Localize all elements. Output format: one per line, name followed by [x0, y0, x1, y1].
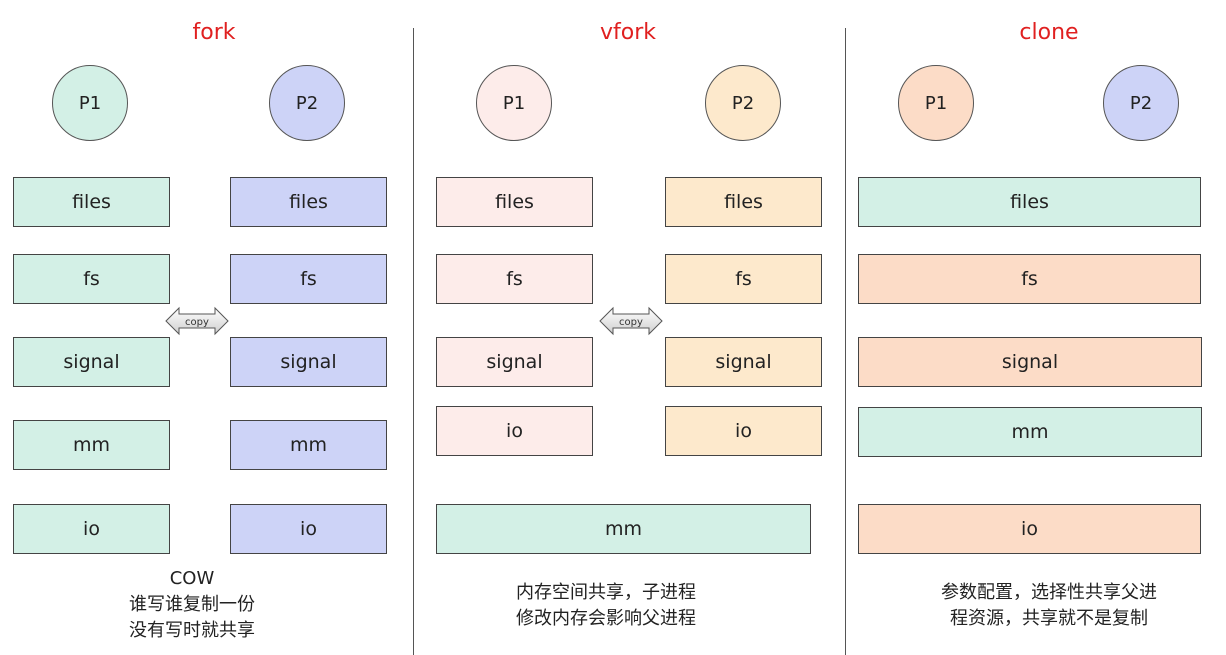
vfork-copy-label: copy [619, 317, 643, 328]
fork-caption-line-2: 谁写谁复制一份 [129, 594, 255, 615]
fork-p2-io: io [230, 504, 387, 554]
fork-title: fork [192, 20, 236, 45]
clone-files: files [858, 177, 1201, 227]
divider-fork-vfork [413, 28, 414, 655]
clone-caption: 参数配置，选择性共享父进 程资源，共享就不是复制 [899, 580, 1199, 632]
fork-p2-circle: P2 [269, 65, 345, 141]
vfork-caption-line-1: 内存空间共享，子进程 [516, 582, 696, 603]
vfork-p2-fs: fs [665, 254, 822, 304]
clone-io: io [858, 504, 1201, 554]
fork-p1-io: io [13, 504, 170, 554]
divider-vfork-clone [845, 28, 846, 655]
vfork-title: vfork [599, 20, 656, 45]
fork-caption-line-1: COW [169, 568, 215, 589]
clone-p2-circle: P2 [1103, 65, 1179, 141]
clone-signal: signal [858, 337, 1202, 387]
fork-p2-mm: mm [230, 420, 387, 470]
vfork-caption: 内存空间共享，子进程 修改内存会影响父进程 [456, 580, 756, 632]
clone-mm: mm [858, 407, 1202, 457]
vfork-p2-signal: signal [665, 337, 822, 387]
fork-p1-circle: P1 [52, 65, 128, 141]
clone-p1-circle: P1 [898, 65, 974, 141]
fork-p2-signal: signal [230, 337, 387, 387]
vfork-p1-signal: signal [436, 337, 593, 387]
clone-fs: fs [858, 254, 1201, 304]
fork-p1-fs: fs [13, 254, 170, 304]
fork-p2-files: files [230, 177, 387, 227]
fork-p1-mm: mm [13, 420, 170, 470]
vfork-p1-circle: P1 [476, 65, 552, 141]
fork-p1-signal: signal [13, 337, 170, 387]
clone-title: clone [1019, 20, 1079, 45]
fork-caption-line-3: 没有写时就共享 [129, 620, 255, 641]
vfork-p1-fs: fs [436, 254, 593, 304]
vfork-p2-circle: P2 [705, 65, 781, 141]
vfork-p2-files: files [665, 177, 822, 227]
vfork-shared-mm: mm [436, 504, 811, 554]
vfork-copy-arrow-icon: copy [599, 306, 663, 336]
vfork-p2-io: io [665, 406, 822, 456]
vfork-p1-io: io [436, 406, 593, 456]
fork-p2-fs: fs [230, 254, 387, 304]
vfork-p1-files: files [436, 177, 593, 227]
fork-caption: COW 谁写谁复制一份 没有写时就共享 [42, 566, 342, 644]
fork-copy-label: copy [185, 317, 209, 328]
fork-p1-files: files [13, 177, 170, 227]
fork-copy-arrow-icon: copy [165, 306, 229, 336]
clone-caption-line-1: 参数配置，选择性共享父进 [941, 582, 1157, 603]
vfork-caption-line-2: 修改内存会影响父进程 [516, 608, 696, 629]
clone-caption-line-2: 程资源，共享就不是复制 [950, 608, 1148, 629]
